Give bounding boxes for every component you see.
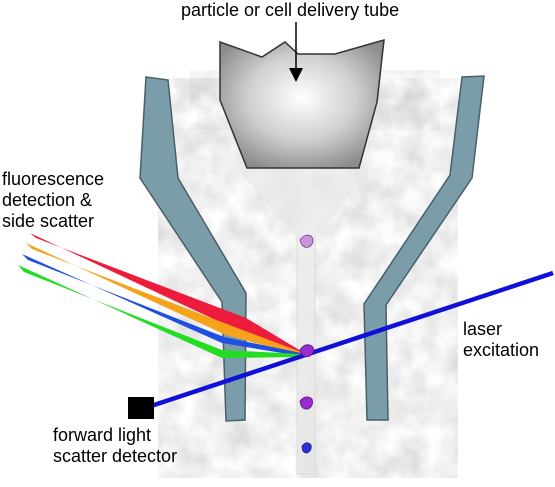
particle-middle xyxy=(299,396,313,410)
detector-label-line1: forward light xyxy=(53,425,151,445)
fluorescence-label-line1: fluorescence xyxy=(2,169,104,189)
beam-orange xyxy=(26,243,301,355)
laser-beam xyxy=(141,270,554,412)
nozzle-left-wall xyxy=(139,76,247,422)
beam-red xyxy=(30,233,301,354)
nozzle-right-wall xyxy=(363,75,485,421)
fluorescence-beams xyxy=(18,233,301,358)
laser-label-line2: excitation xyxy=(463,340,539,360)
particle-interrogated xyxy=(299,344,314,358)
fluorescence-label-line2: detection & xyxy=(2,190,92,210)
square-detector-icon xyxy=(128,397,154,419)
delivery-tube xyxy=(219,38,385,169)
laser-label-line1: laser xyxy=(463,319,502,339)
delivery-tube-label: particle or cell delivery tube xyxy=(181,0,399,20)
arrow-down-icon xyxy=(289,22,303,82)
fluorescence-label-line3: side scatter xyxy=(2,211,94,231)
particles xyxy=(299,234,314,454)
particle-top xyxy=(299,234,314,248)
sample-funnel xyxy=(237,168,370,240)
particle-bottom xyxy=(301,442,312,454)
detector-label-line2: scatter detector xyxy=(53,446,177,466)
